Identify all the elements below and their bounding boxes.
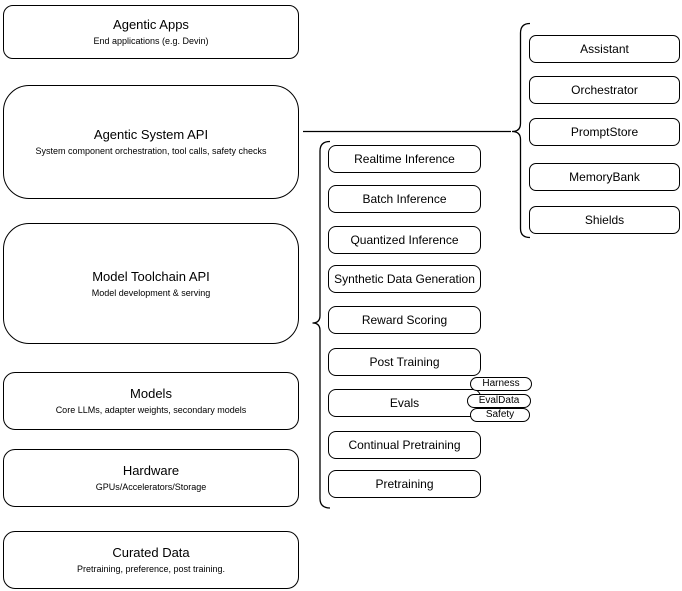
system-components-brace [511,22,531,239]
eval-tag-evaldata: EvalData [467,394,531,408]
curated-data-subtitle: Pretraining, preference, post training. [76,564,226,574]
agentic-apps-subtitle: End applications (e.g. Devin) [93,36,209,46]
agentic-system-api-title: Agentic System API [93,127,209,142]
agentic-apps-box: Agentic Apps End applications (e.g. Devi… [3,5,299,59]
models-title: Models [130,386,172,401]
hardware-box: Hardware GPUs/Accelerators/Storage [3,449,299,507]
model-toolchain-api-title: Model Toolchain API [92,268,210,284]
component-promptstore: PromptStore [529,118,680,146]
toolchain-item-batch-inference: Batch Inference [328,185,481,213]
toolchain-item-evals: Evals [328,389,481,417]
agentic-system-api-box: Agentic System API System component orch… [3,85,299,199]
toolchain-item-post-training: Post Training [328,348,481,376]
curated-data-box: Curated Data Pretraining, preference, po… [3,531,299,589]
toolchain-item-quantized-inference: Quantized Inference [328,226,481,254]
toolchain-item-realtime-inference: Realtime Inference [328,145,481,173]
eval-tag-safety: Safety [470,408,530,422]
hardware-title: Hardware [122,463,180,478]
toolchain-item-reward-scoring: Reward Scoring [328,306,481,334]
toolchain-item-continual-pretraining: Continual Pretraining [328,431,481,459]
component-memorybank: MemoryBank [529,163,680,191]
agentic-system-api-subtitle: System component orchestration, tool cal… [35,146,267,156]
model-toolchain-api-box: Model Toolchain API Model development & … [3,223,299,344]
hardware-subtitle: GPUs/Accelerators/Storage [95,482,207,492]
toolchain-item-pretraining: Pretraining [328,470,481,498]
agentic-apps-title: Agentic Apps [113,17,189,32]
toolchain-item-synthetic-data-generation: Synthetic Data Generation [328,265,481,293]
curated-data-title: Curated Data [112,545,190,560]
component-assistant: Assistant [529,35,680,63]
models-subtitle: Core LLMs, adapter weights, secondary mo… [55,405,247,415]
models-box: Models Core LLMs, adapter weights, secon… [3,372,299,430]
model-toolchain-api-subtitle: Model development & serving [91,287,211,298]
component-orchestrator: Orchestrator [529,76,680,104]
component-shields: Shields [529,206,680,234]
eval-tag-harness: Harness [470,377,532,391]
